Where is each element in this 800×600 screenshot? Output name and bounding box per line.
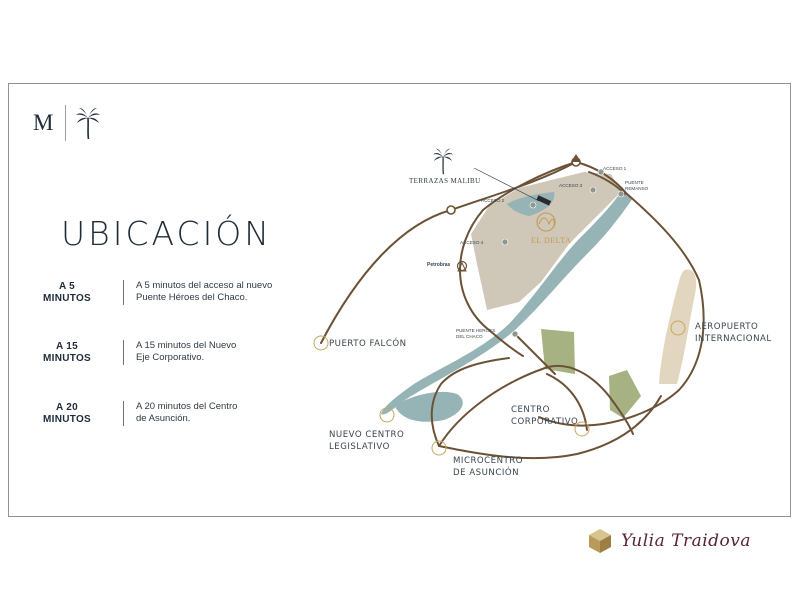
- palm-tree-icon: [433, 148, 453, 175]
- river-lagoon: [395, 391, 463, 422]
- distance-value: A 15: [56, 341, 78, 352]
- description-line: Eje Corporativo.: [136, 352, 205, 363]
- distance-unit: MINUTOS: [42, 353, 92, 364]
- access-2-node: [529, 201, 537, 209]
- aeropuerto-label-1: AEROPUERTO: [695, 322, 758, 332]
- access-4-label: ACCESO 4: [460, 240, 484, 245]
- description-line: A 5 minutos del acceso al nuevo: [136, 280, 273, 291]
- development-site: [536, 195, 552, 206]
- development-label: TERRAZAS MALIBU: [409, 177, 481, 185]
- centro-corporativo-label-1: CENTRO: [511, 405, 550, 415]
- page-title: UBICACIÓN: [61, 214, 272, 253]
- signature-text: Yulia Traidova: [621, 531, 752, 551]
- location-slide: M UBICACIÓN A 5 MINUTOS A 5 minutos del …: [8, 83, 791, 517]
- access-3-node: [589, 186, 597, 194]
- road-ring-east: [538, 161, 705, 427]
- description-line: A 20 minutos del Centro: [136, 401, 238, 412]
- microcentro-label-2: DE ASUNCIÓN: [453, 466, 519, 478]
- peaje-icon: [457, 261, 467, 272]
- access-nodes: [501, 168, 625, 338]
- logo-divider: [65, 105, 67, 141]
- distance-row-3-description: A 20 minutos del Centro de Asunción.: [136, 401, 306, 425]
- puerto-falcon-label: PUERTO FALCÓN: [329, 337, 407, 349]
- access-2-label: ACCESO 2: [481, 198, 505, 203]
- el-delta-land: [471, 172, 621, 310]
- microcentro-marker: [431, 440, 447, 456]
- centro-corporativo-label-2: CORPORATIVO: [511, 417, 578, 427]
- microcentro-label-1: MICROCENTRO: [453, 456, 523, 466]
- puerto-falcon-marker: [313, 335, 329, 351]
- puente-remanso-label-1: PUENTE: [625, 180, 644, 185]
- peaje-label: Petrobras: [427, 262, 451, 268]
- distance-value: A 20: [56, 402, 78, 413]
- access-3-label: ACCESO 3: [559, 183, 583, 188]
- el-delta-emblem: [536, 212, 556, 232]
- road-to-microcentro: [438, 395, 662, 460]
- access-4-node: [501, 238, 509, 246]
- road-microcentro-north: [430, 357, 510, 447]
- puente-heroes-node: [511, 330, 519, 338]
- puente-remanso-node: [617, 190, 625, 198]
- development-leader-line: [473, 167, 540, 202]
- aeropuerto-label-2: INTERNACIONAL: [695, 334, 772, 344]
- row-divider: [123, 340, 124, 365]
- brand-logo: M: [33, 102, 101, 144]
- description-line: A 15 minutos del Nuevo: [136, 340, 237, 351]
- logo-letter: M: [33, 110, 54, 135]
- distance-row-3-label: A 20 MINUTOS: [17, 402, 117, 426]
- description-line: Puente Héroes del Chaco.: [136, 292, 248, 303]
- distance-row-2-label: A 15 MINUTOS: [17, 341, 117, 365]
- distance-unit: MINUTOS: [42, 414, 92, 425]
- description-line: de Asunción.: [136, 413, 191, 424]
- puente-heroes-label-2: DEL CHACO: [456, 334, 483, 339]
- park-corporativo: [541, 329, 575, 374]
- distance-row-1-description: A 5 minutos del acceso al nuevo Puente H…: [136, 280, 306, 304]
- access-1-node: [597, 168, 605, 176]
- row-divider: [123, 401, 124, 426]
- centro-corporativo-marker: [574, 421, 590, 437]
- zone-label: EL DELTA: [531, 236, 571, 245]
- road-puente-heroes: [514, 333, 556, 375]
- nuevo-centro-marker: [379, 407, 395, 423]
- distance-unit: MINUTOS: [42, 293, 92, 304]
- nuevo-centro-label-1: NUEVO CENTRO: [329, 430, 404, 440]
- road-puerto-falcon: [320, 209, 452, 344]
- north-marker-icon: [571, 154, 581, 162]
- airport-zone: [659, 269, 697, 384]
- location-map: EL DELTA TERRAZAS MALIBU ACCESO 2 ACCESO…: [313, 148, 772, 478]
- road-legislativo: [438, 365, 634, 447]
- place-markers: [313, 320, 686, 456]
- row-divider: [123, 280, 124, 305]
- palm-tree-icon: [76, 108, 101, 140]
- distance-row-2-description: A 15 minutos del Nuevo Eje Corporativo.: [136, 340, 306, 364]
- nuevo-centro-label-2: LEGISLATIVO: [329, 442, 390, 452]
- access-1-label: ACCESO 1: [603, 166, 627, 171]
- aeropuerto-marker: [670, 320, 686, 336]
- park-east: [609, 370, 641, 418]
- distance-row-1-label: A 5 MINUTOS: [17, 281, 117, 305]
- puente-heroes-label-1: PUENTE HEROES: [456, 328, 495, 333]
- cube-logo-icon: [589, 529, 611, 553]
- author-signature: Yulia Traidova: [588, 524, 751, 558]
- river: [381, 192, 633, 415]
- distance-value: A 5: [58, 281, 76, 292]
- junction-west: [446, 205, 456, 215]
- puente-remanso-label-2: REMANSO: [625, 186, 649, 191]
